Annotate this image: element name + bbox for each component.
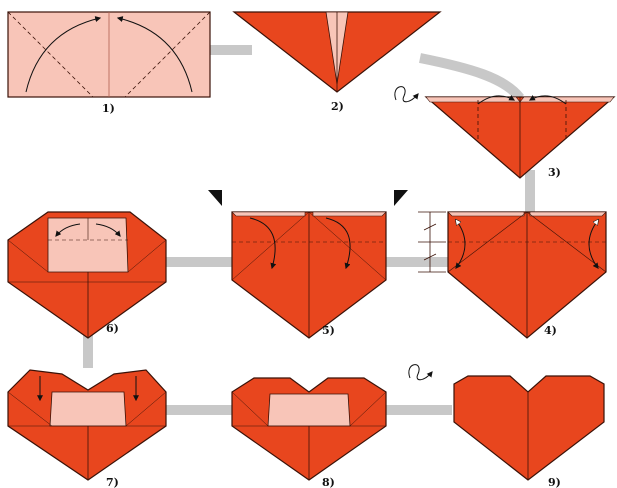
fold-arrow-icon [95,223,121,237]
fold-arrow-icon [477,95,516,105]
fold-arrow-icon [116,16,193,93]
step-4: 4) [418,211,607,339]
turn-over-icon [394,86,419,103]
fold-arrow-icon [325,217,351,270]
turn-over-icon [408,364,433,381]
fold-arrow-icon [55,223,81,237]
press-marker-icon [394,190,408,206]
step-4-label: 4) [544,324,557,337]
measure-ticks [418,211,446,273]
fold-arrow-icon [456,220,466,268]
step-3: 3) [424,95,616,179]
step-5-label: 5) [322,324,335,337]
step-2: 2) [232,11,442,113]
step-2-label: 2) [331,100,344,113]
step-6: 6) [7,211,167,339]
step-1-label: 1) [102,102,115,115]
connector-2-3 [419,53,524,102]
fold-arrow-icon [528,95,567,105]
press-marker-icon [208,190,222,206]
step-6-label: 6) [106,322,119,335]
step-7-label: 7) [106,476,119,488]
step-9: 9) [453,375,605,488]
step-7: 7) [7,369,167,488]
fold-arrow-icon [249,217,277,270]
step-1: 1) [7,11,211,115]
step-8: 8) [231,377,387,488]
fold-arrow-icon [588,220,598,268]
step-8-label: 8) [322,476,335,488]
step-3-label: 3) [548,166,561,179]
fold-arrow-icon [25,16,102,93]
step-5: 5) [208,190,408,339]
step-9-label: 9) [548,476,561,488]
